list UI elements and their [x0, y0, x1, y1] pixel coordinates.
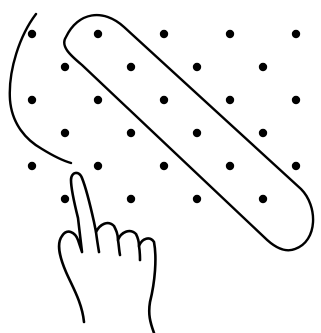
- grid-dot: [259, 129, 267, 137]
- grid-dot: [160, 162, 168, 170]
- grid-dot: [94, 30, 102, 38]
- grid-dot: [28, 96, 36, 104]
- grid-dot: [193, 129, 201, 137]
- grid-dot: [127, 63, 135, 71]
- dot-grid: [28, 30, 300, 203]
- grid-dot: [292, 30, 300, 38]
- grid-dot: [226, 162, 234, 170]
- grid-dot: [292, 96, 300, 104]
- grid-dot: [127, 195, 135, 203]
- grid-dot: [259, 63, 267, 71]
- grid-dot: [94, 162, 102, 170]
- grid-dot: [226, 30, 234, 38]
- grid-dot: [292, 162, 300, 170]
- grid-dot: [61, 129, 69, 137]
- grid-dot: [226, 96, 234, 104]
- diagonal-loop-outline: [64, 15, 313, 250]
- grid-dot: [61, 195, 69, 203]
- grid-dot: [28, 30, 36, 38]
- grid-dot: [61, 63, 69, 71]
- pointing-hand-icon: [59, 173, 155, 333]
- grid-dot: [160, 96, 168, 104]
- grid-dot: [259, 195, 267, 203]
- grid-dot: [94, 96, 102, 104]
- grid-dot: [193, 195, 201, 203]
- grid-dot: [28, 162, 36, 170]
- grid-dot: [127, 129, 135, 137]
- grid-dot: [193, 63, 201, 71]
- curved-stroke-line: [10, 14, 71, 163]
- grid-dot: [160, 30, 168, 38]
